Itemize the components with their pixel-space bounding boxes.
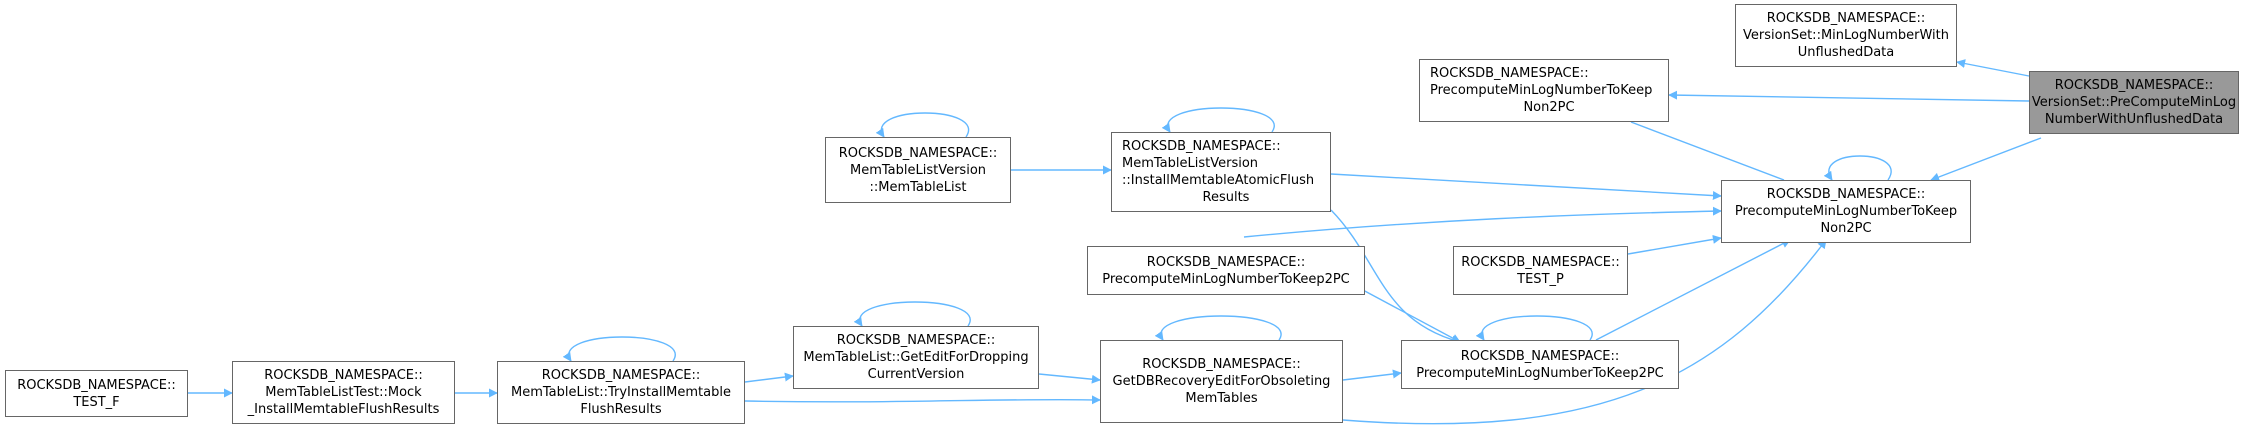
node-line: ROCKSDB_NAMESPACE::: [1146, 254, 1306, 270]
node-getdbrecovery[interactable]: ROCKSDB_NAMESPACE:: GetDBRecoveryEditFor…: [1100, 340, 1343, 423]
node-line: PrecomputeMinLogNumberToKeep: [1734, 204, 1958, 219]
node-line: ::MemTableList: [869, 179, 967, 195]
edge-pc-non2pc-main-to-target: [1930, 137, 2042, 182]
node-line: ROCKSDB_NAMESPACE::: [1766, 11, 1926, 26]
node-line: ROCKSDB_NAMESPACE::: [1460, 348, 1620, 364]
node-line: Results: [1202, 190, 1250, 205]
node-line: MemTables: [1185, 391, 1258, 406]
node-line: VersionSet::MinLogNumberWith: [1743, 28, 1949, 43]
edge-install-atomic-to-pc-non2pc: [1330, 173, 1722, 201]
node-line: GetDBRecoveryEditForObsoleting: [1112, 374, 1331, 389]
node-mock[interactable]: ROCKSDB_NAMESPACE:: MemTableListTest::Mo…: [232, 361, 455, 424]
edge-mtlv-ctor-self-loop: [875, 112, 970, 138]
edge-getdbrecovery-to-pc-non2pc: [1342, 239, 1827, 425]
node-line: ROCKSDB_NAMESPACE::: [2054, 78, 2214, 93]
edge-getdbrecovery-to-pc-2pc-main: [1342, 369, 1402, 381]
node-line: PrecomputeMinLogNumberToKeep2PC: [1416, 365, 1664, 381]
node-line: Non2PC: [1820, 221, 1872, 236]
edge-install-atomic-self-loop: [1161, 107, 1275, 133]
edge-getdbrecovery-self-loop: [1154, 315, 1282, 341]
node-pc-non2pc-main[interactable]: ROCKSDB_NAMESPACE:: PrecomputeMinLogNumb…: [1721, 180, 1971, 243]
node-pc-non2pc-top[interactable]: ROCKSDB_NAMESPACE:: PrecomputeMinLogNumb…: [1419, 59, 1669, 122]
node-line: CurrentVersion: [867, 367, 965, 382]
node-tryinstall[interactable]: ROCKSDB_NAMESPACE:: MemTableList::TryIns…: [497, 361, 745, 424]
node-line: ROCKSDB_NAMESPACE::: [1142, 357, 1301, 372]
node-line: MemTableListTest::Mock: [265, 385, 422, 400]
edge-pc-non2pc-top-to-target: [1668, 90, 2030, 102]
edge-pc-non2pc-main-self-loop: [1823, 155, 1892, 181]
edge-install-atomic-to-pc-2pc-main: [1330, 209, 1461, 345]
node-line: MemTableList::TryInstallMemtable: [511, 385, 731, 400]
node-test-f[interactable]: ROCKSDB_NAMESPACE:: TEST_F: [5, 370, 188, 417]
edge-test-p-to-pc-non2pc: [1627, 234, 1722, 255]
edge-pc-2pc-main-to-pc-non2pc: [1595, 239, 1791, 341]
node-pc-2pc-left[interactable]: ROCKSDB_NAMESPACE:: PrecomputeMinLogNumb…: [1087, 246, 1365, 295]
edge-tryinstall-to-geteditdrop: [744, 372, 794, 383]
node-line: ROCKSDB_NAMESPACE::: [1766, 187, 1926, 202]
node-line: ROCKSDB_NAMESPACE::: [1122, 139, 1281, 154]
node-install-atomic[interactable]: ROCKSDB_NAMESPACE:: MemTableListVersion …: [1111, 132, 1331, 212]
node-line: TEST_F: [73, 394, 120, 410]
node-line: PrecomputeMinLogNumberToKeep: [1430, 83, 1653, 98]
node-line: TEST_P: [1517, 271, 1564, 287]
node-line: ::InstallMemtableAtomicFlush: [1122, 173, 1315, 188]
node-line: PrecomputeMinLogNumberToKeep2PC: [1102, 271, 1350, 287]
node-line: ROCKSDB_NAMESPACE::: [1461, 254, 1620, 270]
edge-tryinstall-self-loop: [562, 336, 676, 362]
edge-geteditdrop-self-loop: [853, 301, 971, 327]
node-target[interactable]: ROCKSDB_NAMESPACE:: VersionSet::PreCompu…: [2029, 71, 2239, 134]
edge-geteditdrop-to-getdbrecovery: [1038, 373, 1101, 384]
node-line: VersionSet::PreComputeMinLog: [2031, 95, 2237, 110]
node-line: NumberWithUnflushedData: [2044, 112, 2224, 127]
node-line: ROCKSDB_NAMESPACE::: [838, 145, 998, 161]
node-line: MemTableListVersion: [849, 162, 987, 178]
node-line: MemTableListVersion: [1122, 156, 1259, 171]
node-line: _InstallMemtableFlushResults: [247, 402, 440, 417]
node-pc-2pc-main[interactable]: ROCKSDB_NAMESPACE:: PrecomputeMinLogNumb…: [1401, 340, 1679, 389]
node-line: ROCKSDB_NAMESPACE::: [541, 368, 701, 383]
node-line: MemTableList::GetEditForDropping: [803, 350, 1029, 365]
edge-minlog-to-target: [1956, 59, 2030, 77]
node-line: ROCKSDB_NAMESPACE::: [836, 333, 996, 348]
node-line: ROCKSDB_NAMESPACE::: [264, 368, 423, 383]
node-line: ROCKSDB_NAMESPACE::: [1430, 66, 1589, 81]
edge-tryinstall-to-getdbrecovery: [744, 395, 1101, 405]
node-line: FlushResults: [580, 402, 662, 417]
node-geteditdrop[interactable]: ROCKSDB_NAMESPACE:: MemTableList::GetEdi…: [793, 326, 1039, 389]
node-line: Non2PC: [1523, 100, 1575, 115]
edge-pc-2pc-left-to-pc-non2pc: [1243, 206, 1722, 238]
node-line: UnflushedData: [1797, 45, 1895, 60]
node-mtlv-ctor[interactable]: ROCKSDB_NAMESPACE:: MemTableListVersion …: [825, 137, 1011, 203]
edge-pc-2pc-main-self-loop: [1475, 315, 1593, 341]
edge-pc-non2pc-main-to-top: [1630, 121, 1785, 181]
node-minlog[interactable]: ROCKSDB_NAMESPACE:: VersionSet::MinLogNu…: [1735, 4, 1957, 67]
node-line: ROCKSDB_NAMESPACE::: [17, 377, 176, 393]
node-test-p[interactable]: ROCKSDB_NAMESPACE:: TEST_P: [1453, 246, 1628, 295]
